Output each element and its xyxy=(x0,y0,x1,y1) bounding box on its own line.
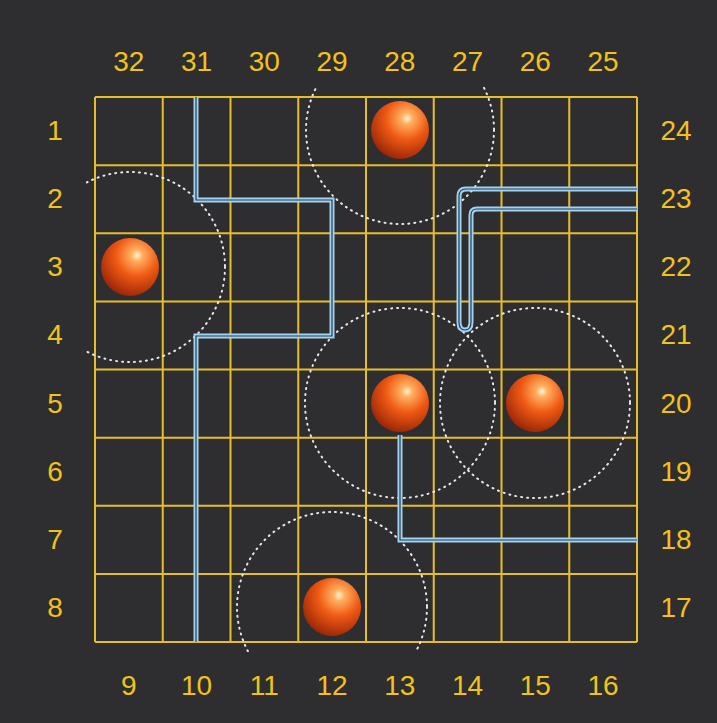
grid-line xyxy=(636,97,638,642)
ray-number: 23 xyxy=(660,185,691,213)
ray-number: 15 xyxy=(520,672,551,700)
grid-line xyxy=(95,641,637,643)
ball xyxy=(303,578,361,636)
ray-number: 32 xyxy=(113,48,144,76)
ray-number: 27 xyxy=(452,48,483,76)
ray-number: 11 xyxy=(250,672,279,700)
ray-number: 29 xyxy=(317,48,348,76)
balls xyxy=(101,101,564,636)
influence-circles xyxy=(86,86,630,652)
ray-number: 3 xyxy=(47,253,63,281)
ray-path xyxy=(196,97,332,642)
ray-number: 6 xyxy=(47,458,63,486)
ray-number: 5 xyxy=(47,390,63,418)
ray-number: 20 xyxy=(660,390,691,418)
grid-line xyxy=(95,437,637,439)
grid-line xyxy=(95,369,637,371)
ray-number: 7 xyxy=(47,526,63,554)
ray-number: 21 xyxy=(660,321,691,349)
ray-number: 8 xyxy=(47,594,63,622)
ray-number: 31 xyxy=(181,48,212,76)
ray-path xyxy=(400,435,637,540)
ray-number: 16 xyxy=(588,672,619,700)
ray-number: 26 xyxy=(520,48,551,76)
ray-number: 17 xyxy=(660,594,691,622)
ray-paths xyxy=(196,97,637,642)
grid-line xyxy=(568,97,570,642)
ray-number: 24 xyxy=(660,117,691,145)
ray-number: 19 xyxy=(660,458,691,486)
ray-number: 18 xyxy=(660,526,691,554)
influence-circle xyxy=(440,308,630,498)
grid-line xyxy=(501,97,503,642)
grid-line xyxy=(433,97,435,642)
ray-number: 30 xyxy=(249,48,280,76)
ray-number: 25 xyxy=(588,48,619,76)
ray-number: 13 xyxy=(384,672,415,700)
ball xyxy=(506,374,564,432)
grid-line xyxy=(95,505,637,507)
grid-line xyxy=(95,573,637,575)
ball xyxy=(371,374,429,432)
ray-number: 22 xyxy=(660,253,691,281)
ray-number: 28 xyxy=(384,48,415,76)
ray-number: 2 xyxy=(47,185,63,213)
ray-number: 14 xyxy=(452,672,483,700)
ray-number: 12 xyxy=(317,672,348,700)
ray-number: 9 xyxy=(121,672,137,700)
ball xyxy=(101,238,159,296)
ray-path xyxy=(459,189,637,330)
ray-number: 4 xyxy=(47,321,63,349)
ball xyxy=(371,101,429,159)
ray-number: 10 xyxy=(181,672,212,700)
grid xyxy=(95,97,637,642)
ray-number: 1 xyxy=(47,117,63,145)
